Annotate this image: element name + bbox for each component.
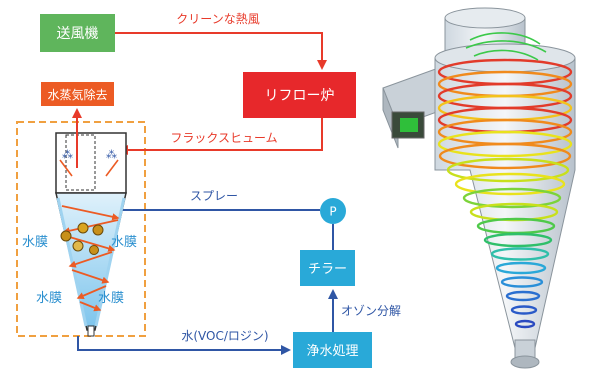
svg-text:⁂: ⁂	[62, 148, 73, 161]
clean-hot-air-arrow	[115, 32, 327, 70]
blower-label: 送風機	[57, 26, 99, 42]
chiller-node: チラー	[300, 250, 355, 286]
chiller-label: チラー	[308, 262, 347, 277]
water-film-label-4: 水膜	[98, 291, 124, 306]
blower-node: 送風機	[40, 14, 115, 52]
water-film-label-1: 水膜	[22, 235, 48, 250]
steam-removal-node: 水蒸気除去	[41, 82, 114, 106]
spray-label: スプレー	[190, 189, 238, 203]
flux-fume-label: フラックスヒューム	[170, 131, 277, 145]
svg-text:⁂: ⁂	[106, 148, 117, 161]
cfd-cyclone-image	[382, 7, 576, 369]
ozone-decomp-label: オゾン分解	[341, 304, 401, 318]
clean-hot-air-label: クリーンな熱風	[176, 12, 259, 26]
pump-label: P	[329, 205, 336, 219]
water-purification-label: 浄水処理	[306, 344, 358, 359]
reflow-oven-label: リフロー炉	[265, 88, 335, 104]
water-film-label-2: 水膜	[111, 235, 137, 250]
spray-line	[113, 164, 320, 211]
wet-scrubber: ⁂ ⁂	[55, 108, 127, 337]
water-film-label-3: 水膜	[36, 291, 62, 306]
reflow-oven-node: リフロー炉	[243, 72, 356, 118]
flux-fume-arrow	[118, 118, 323, 155]
steam-removal-label: 水蒸気除去	[47, 87, 107, 102]
scrubber-enclosure	[16, 121, 146, 337]
water-voc-label: 水(VOC/ロジン)	[181, 329, 268, 343]
water-voc-arrow	[77, 336, 291, 355]
water-purification-node: 浄水処理	[293, 332, 372, 368]
pump-node: P	[320, 198, 346, 224]
